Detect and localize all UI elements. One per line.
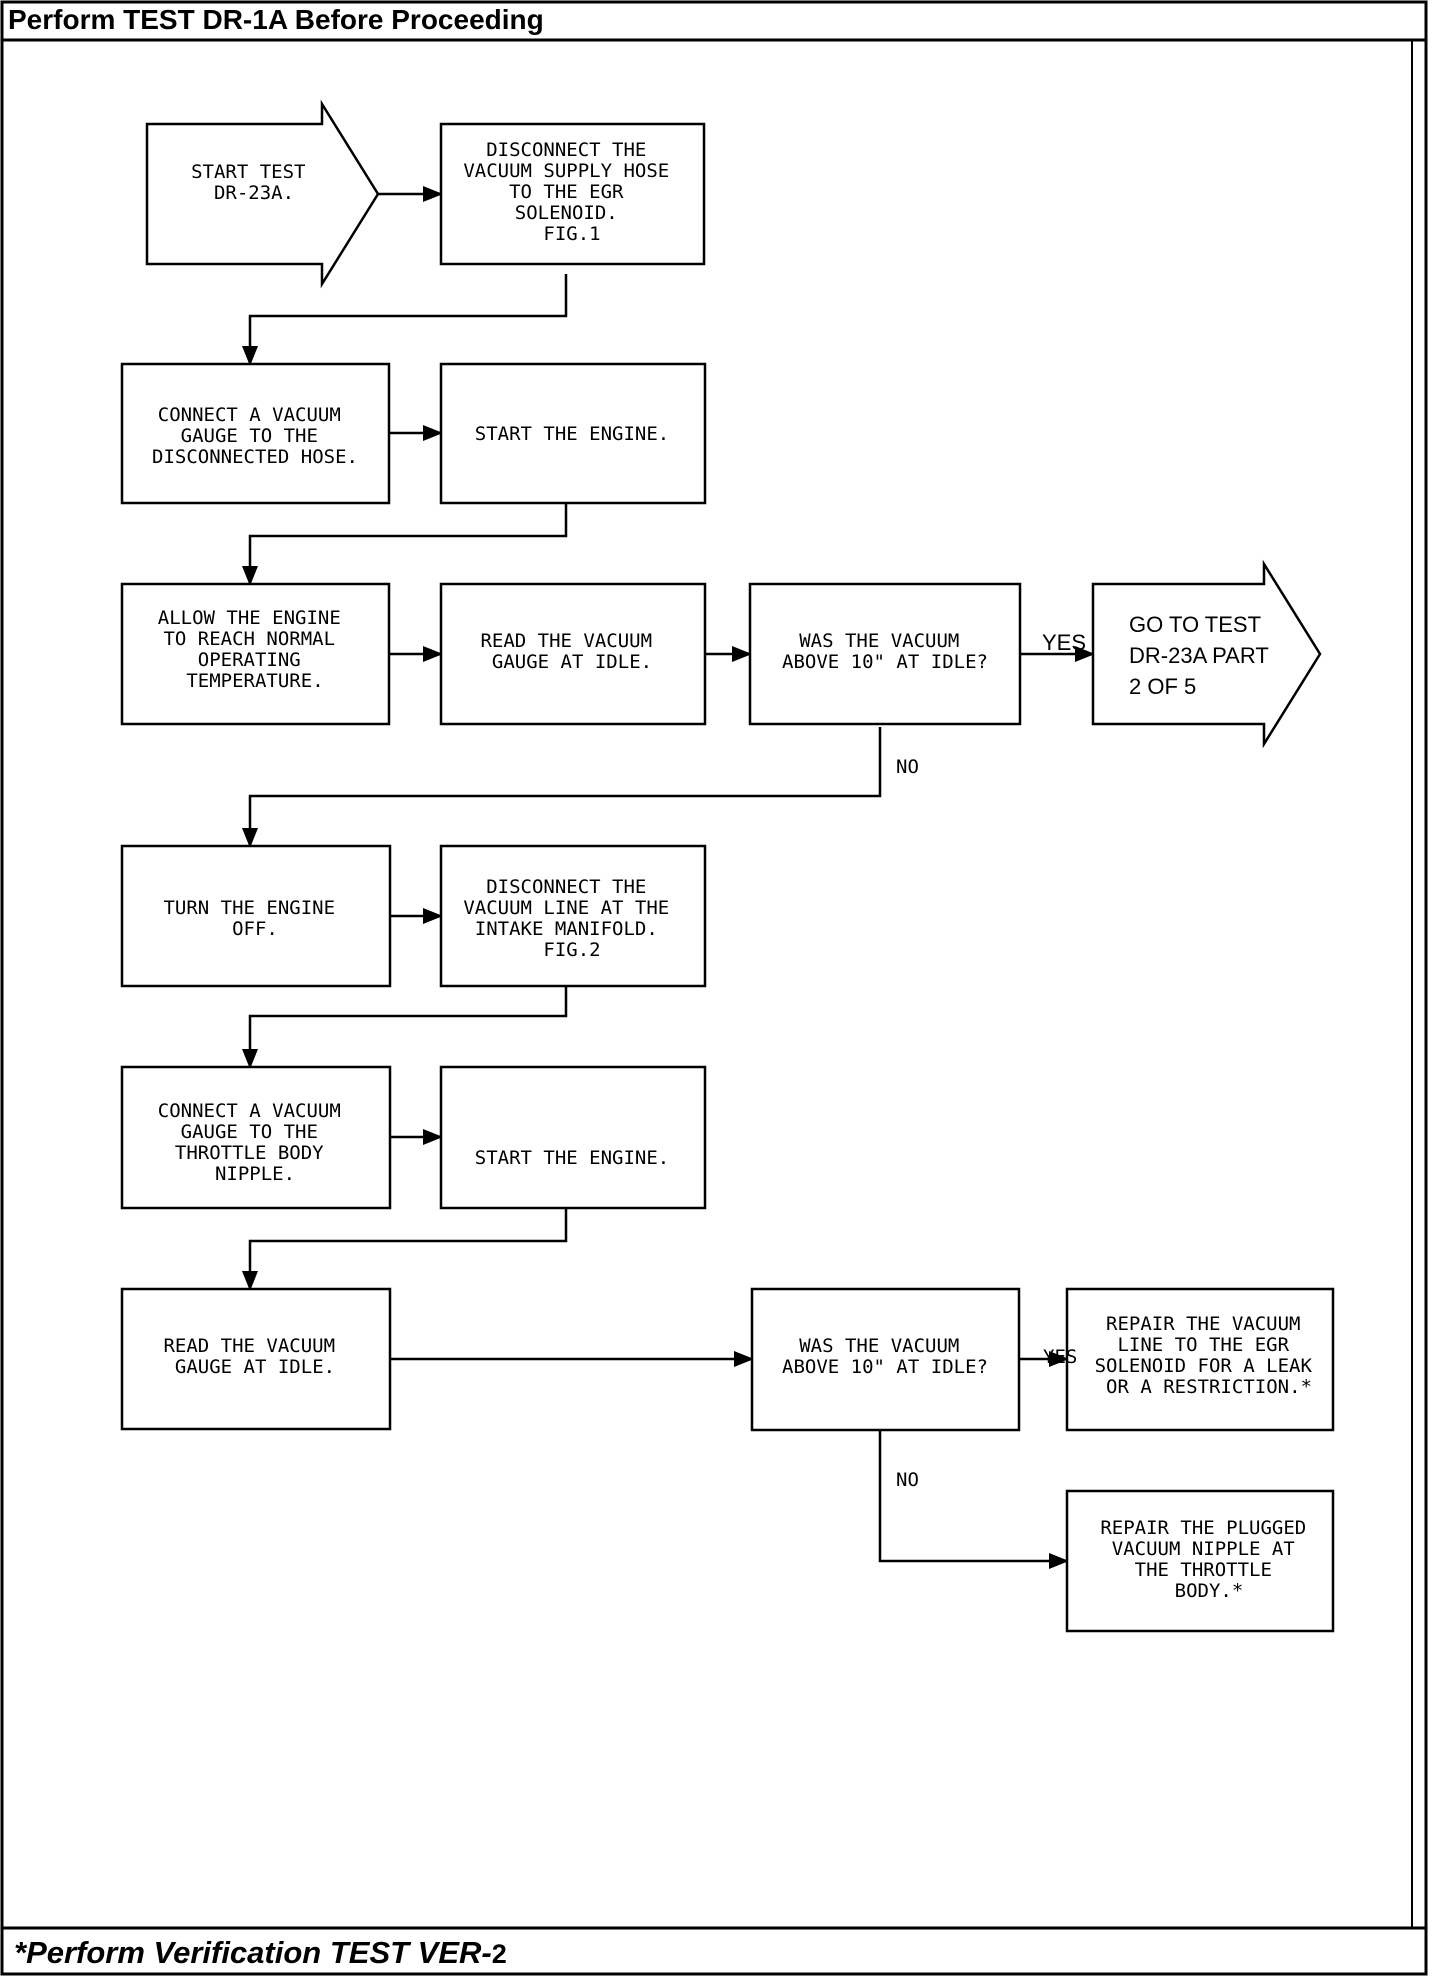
start-engine-1-text: START THE ENGINE. [475,423,669,445]
decision-1-text: WAS THE VACUUM ABOVE 10" AT IDLE? [782,630,988,673]
start-terminal-text: START TEST DR-23A. [191,161,317,204]
process-read-gauge-2 [120,1287,392,1431]
connect-gauge-text: CONNECT A VACUUM GAUGE TO THE DISCONNECT… [152,404,358,468]
process-start-engine-2 [439,1065,707,1210]
process-turn-engine-off [120,844,392,988]
yes-label-1: YES [1042,630,1086,655]
decision-vacuum-1 [748,582,1022,726]
footer-note: *Perform Verification TEST VER-2 [14,1935,507,1971]
read-gauge-2-text: READ THE VACUUM GAUGE AT IDLE. [163,1335,346,1378]
yes-label-2: YES [1043,1346,1077,1368]
process-repair-plugged-nipple [1065,1489,1335,1633]
repair-nipple-text: REPAIR THE PLUGGED VACUUM NIPPLE AT THE … [1100,1517,1317,1602]
disconnect-line-text: DISCONNECT THE VACUUM LINE AT THE INTAKE… [463,876,680,961]
start-engine-2-text: START THE ENGINE. [475,1147,669,1169]
footer-number: 2 [491,1939,507,1969]
read-gauge-1-text: READ THE VACUUM GAUGE AT IDLE. [480,630,663,673]
turn-off-text: TURN THE ENGINE OFF. [163,897,346,940]
start-terminal [145,99,380,289]
process-connect-vacuum-gauge [120,362,391,505]
goto-test-arrow [1091,559,1322,749]
decision-vacuum-2 [750,1287,1021,1432]
process-connect-throttle-gauge [120,1065,392,1210]
disconnect-supply-text: DISCONNECT THE VACUUM SUPPLY HOSE TO THE… [463,139,680,245]
process-disconnect-supply-hose [439,122,706,266]
no-label-2: NO [896,1469,919,1491]
goto-test-text: GO TO TEST DR-23A PART 2 OF 5 [1129,612,1275,699]
process-repair-vacuum-line [1065,1287,1335,1432]
allow-engine-text: ALLOW THE ENGINE TO REACH NORMAL OPERATI… [158,607,352,692]
footer-text: *Perform Verification TEST VER- [14,1935,492,1970]
connectors [242,186,1095,1569]
header-title: Perform TEST DR-1A Before Proceeding [8,4,544,35]
process-start-engine-1 [439,362,707,505]
process-disconnect-vacuum-line [439,844,707,988]
process-read-gauge-1 [439,582,707,726]
repair-line-text: REPAIR THE VACUUM LINE TO THE EGR SOLENO… [1095,1313,1324,1398]
no-label-1: NO [896,756,919,778]
process-allow-engine [120,582,391,726]
connect-throttle-text: CONNECT A VACUUM GAUGE TO THE THROTTLE B… [158,1100,352,1185]
decision-2-text: WAS THE VACUUM ABOVE 10" AT IDLE? [782,1335,988,1378]
